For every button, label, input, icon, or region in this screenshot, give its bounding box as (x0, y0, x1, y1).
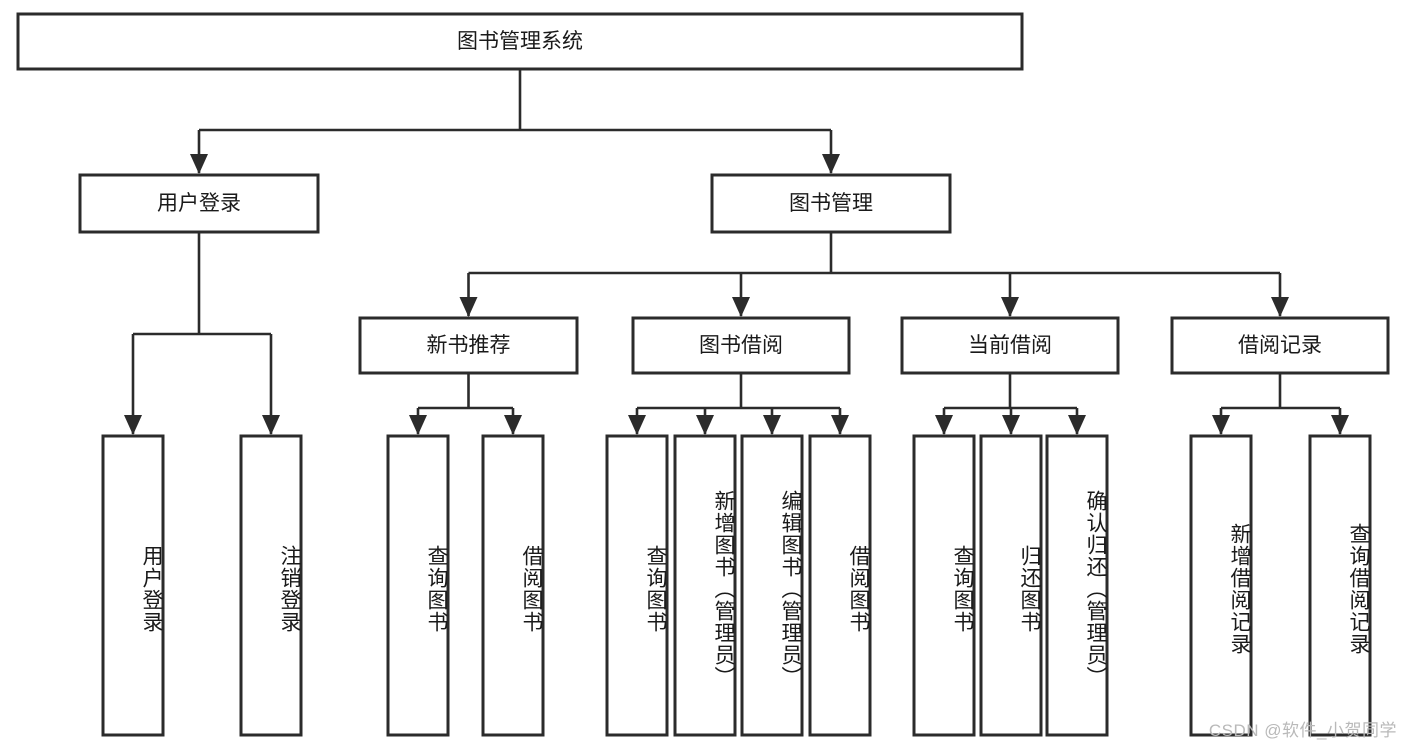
node-leaf-query-borrow-record[interactable] (1308, 434, 1372, 737)
node-leaf-user-logout[interactable] (239, 434, 303, 737)
node-book-borrow-label: 图书借阅 (699, 334, 783, 357)
node-leaf-add-book[interactable] (673, 434, 737, 737)
node-leaf-query-book-borrow[interactable] (605, 434, 669, 737)
arrow-head-icon-leaf-add-book (696, 415, 714, 435)
node-new-book-recommend-label: 新书推荐 (427, 334, 511, 357)
node-borrow-record[interactable] (1170, 316, 1390, 375)
node-new-book-recommend[interactable] (358, 316, 579, 375)
connectors-layer (124, 69, 1349, 435)
arrow-head-icon-user-login (190, 154, 208, 174)
node-borrow-record-label: 借阅记录 (1238, 334, 1322, 357)
arrow-head-icon-leaf-query-book-current (935, 415, 953, 435)
node-user-login-label: 用户登录 (157, 192, 241, 215)
arrow-head-icon-leaf-return-book (1002, 415, 1020, 435)
arrow-head-icon-leaf-add-borrow-record (1212, 415, 1230, 435)
arrow-head-icon-leaf-borrow-book-rec (504, 415, 522, 435)
node-leaf-confirm-return[interactable] (1045, 434, 1109, 737)
arrow-head-icon-new-book-recommend (459, 297, 478, 317)
node-leaf-borrow-book[interactable] (808, 434, 872, 737)
arrow-head-icon-leaf-query-book-rec (409, 415, 427, 435)
arrow-head-icon-leaf-user-logout (262, 415, 280, 435)
node-root-label: 图书管理系统 (457, 30, 583, 53)
node-root[interactable] (16, 12, 1024, 71)
node-leaf-edit-book[interactable] (740, 434, 804, 737)
node-leaf-add-borrow-record[interactable] (1189, 434, 1253, 737)
node-leaf-return-book[interactable] (979, 434, 1043, 737)
node-leaf-borrow-book-rec[interactable] (481, 434, 545, 737)
node-current-borrow[interactable] (900, 316, 1120, 375)
boxes-layer (16, 12, 1390, 737)
node-leaf-query-book-current[interactable] (912, 434, 976, 737)
node-current-borrow-label: 当前借阅 (968, 334, 1052, 357)
node-book-manage[interactable] (710, 173, 952, 234)
arrow-head-icon-book-borrow (732, 297, 750, 317)
arrow-head-icon-leaf-query-book-borrow (628, 415, 646, 435)
watermark-text: CSDN @软件_小贺同学 (1208, 721, 1397, 740)
arrow-head-icon-leaf-confirm-return (1068, 415, 1086, 435)
arrow-head-icon-leaf-query-borrow-record (1331, 415, 1349, 435)
arrow-head-icon-leaf-user-login (124, 415, 142, 435)
node-book-manage-label: 图书管理 (789, 192, 873, 215)
node-book-borrow[interactable] (631, 316, 851, 375)
node-leaf-user-login[interactable] (101, 434, 165, 737)
arrow-head-icon-leaf-borrow-book (831, 415, 849, 435)
node-leaf-query-book-rec[interactable] (386, 434, 450, 737)
node-user-login[interactable] (78, 173, 320, 234)
arrow-head-icon-book-manage (822, 154, 840, 174)
arrow-head-icon-current-borrow (1001, 297, 1019, 317)
arrow-head-icon-borrow-record (1271, 297, 1289, 317)
arrow-head-icon-leaf-edit-book (763, 415, 781, 435)
